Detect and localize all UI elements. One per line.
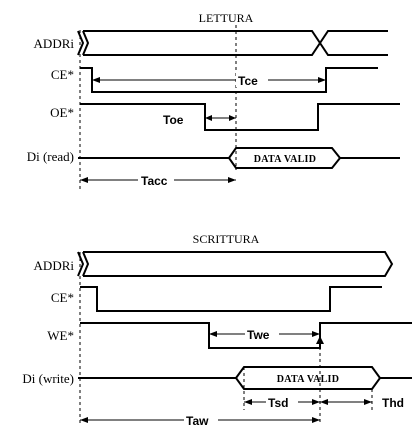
read-addr-waveform [77, 30, 388, 56]
write-data-valid-label: DATA VALID [277, 374, 340, 385]
tsd-label-bg [266, 395, 298, 409]
read-cycle: LETTURA ADDRi CE* OE* Di (read) DATA VAL… [27, 11, 400, 190]
tsd-label: Tsd [268, 396, 288, 410]
twe-label: Twe [247, 328, 270, 342]
we-rise-marker-icon [316, 336, 324, 344]
read-data-valid-label: DATA VALID [254, 154, 317, 165]
thd-arrow-right-icon [364, 399, 372, 405]
tacc-arrow-left-icon [80, 177, 88, 183]
taw-label: Taw [186, 414, 209, 428]
read-addr-label: ADDRi [34, 36, 75, 51]
taw-arrow-right-icon [312, 417, 320, 423]
read-oe-waveform [80, 103, 400, 131]
thd-arrow-left-icon [320, 399, 328, 405]
tsd-arrow-left-icon [244, 399, 252, 405]
read-title: LETTURA [199, 11, 254, 25]
read-oe-label: OE* [50, 105, 74, 120]
read-ce-waveform [80, 67, 378, 93]
toe-label: Toe [163, 113, 184, 127]
write-we-waveform [80, 322, 412, 349]
taw-label-bg [184, 413, 218, 427]
tacc-label-bg [138, 173, 174, 187]
read-ce-label: CE* [51, 67, 74, 82]
read-di-label: Di (read) [27, 149, 74, 164]
toe-arrow-left-icon [205, 115, 212, 121]
tacc-arrow-right-icon [228, 177, 236, 183]
write-title: SCRITTURA [193, 232, 260, 246]
twe-label-bg [245, 327, 279, 341]
twe-arrow-left-icon [209, 331, 217, 337]
write-cycle: SCRITTURA ADDRi CE* WE* Di (write) DATA … [22, 232, 412, 428]
tsd-arrow-right-icon [312, 399, 320, 405]
tce-label-bg [236, 73, 268, 87]
write-ce-waveform [80, 286, 382, 312]
tce-arrow-right-icon [318, 77, 326, 83]
thd-label: Thd [382, 396, 404, 410]
write-we-label: WE* [47, 328, 74, 343]
write-ce-label: CE* [51, 290, 74, 305]
toe-arrow-right-icon [229, 115, 236, 121]
tce-label: Tce [238, 74, 258, 88]
twe-arrow-right-icon [312, 331, 320, 337]
tce-arrow-left-icon [92, 77, 100, 83]
write-di-label: Di (write) [22, 371, 74, 386]
write-addr-label: ADDRi [34, 258, 75, 273]
taw-arrow-left-icon [80, 417, 88, 423]
tacc-label: Tacc [141, 174, 168, 188]
write-addr-waveform [77, 251, 394, 277]
